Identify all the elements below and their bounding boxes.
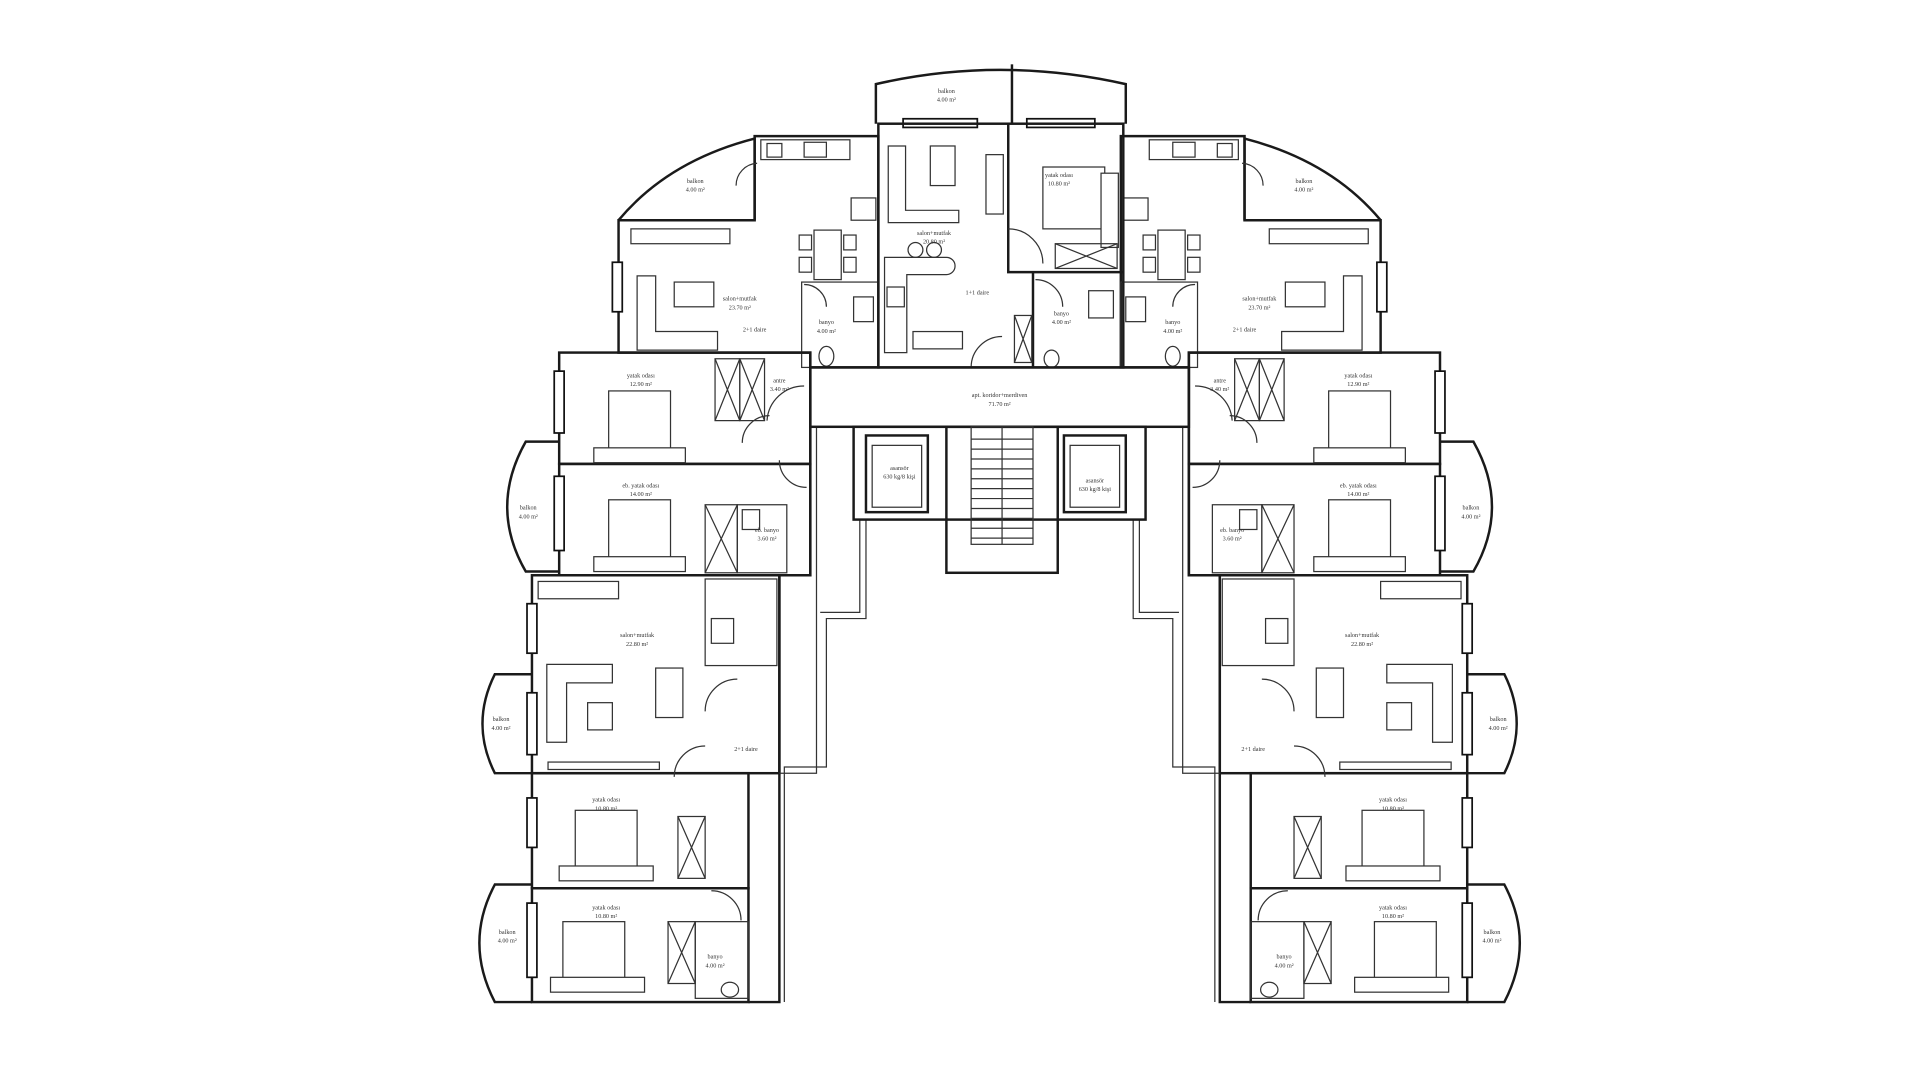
room-area: 4.00 m² — [492, 725, 511, 732]
sofa — [636, 275, 719, 351]
room-name: yatak odası — [1045, 172, 1073, 179]
bed — [574, 809, 638, 868]
dining-table — [813, 229, 842, 281]
dining-table — [655, 667, 684, 719]
room-name: salon+mutfak — [1345, 632, 1380, 639]
room-area: 10.80 m² — [595, 805, 617, 812]
room-name: balkon — [499, 929, 516, 936]
room-name: yatak odası — [592, 797, 620, 804]
room-name: eb. yatak odası — [622, 482, 659, 489]
room-area: 10.80 m² — [1048, 181, 1070, 188]
room-area: 12.90 m² — [1347, 381, 1369, 388]
room-name: apt. koridor+merdiven — [972, 392, 1028, 399]
room-name: eb. banyo — [755, 527, 779, 534]
right-wing — [1119, 134, 1522, 1004]
room-area: 4.00 m² — [1482, 938, 1501, 945]
center-core — [809, 64, 1191, 575]
room-area: 4.00 m² — [706, 962, 725, 969]
room-area: 4.00 m² — [519, 513, 538, 520]
room-name: yatak odası — [1379, 904, 1407, 911]
room-area: 22.80 m² — [626, 641, 648, 648]
room-area: 4.00 m² — [817, 328, 836, 335]
room-area: 630 kg/8 kişi — [1079, 486, 1112, 493]
bed — [608, 390, 672, 454]
room-name: antre — [773, 377, 786, 384]
room-area: 4.00 m² — [498, 938, 517, 945]
room-area: 23.70 m² — [1248, 304, 1270, 311]
room-name: eb. banyo — [1220, 527, 1244, 534]
room-name: asansör — [890, 465, 909, 472]
room-area: 4.00 m² — [686, 187, 705, 194]
room-name: yatak odası — [1379, 797, 1407, 804]
room-area: 3.40 m² — [770, 386, 789, 393]
room-name: banyo — [708, 954, 723, 961]
room-name: balkon — [1484, 929, 1501, 936]
room-area: 3.60 m² — [1223, 536, 1242, 543]
room-area: 20.80 m² — [923, 239, 945, 246]
room-area: 10.80 m² — [1382, 913, 1404, 920]
room-area: 4.00 m² — [1052, 319, 1071, 326]
room-area: 10.80 m² — [1382, 805, 1404, 812]
room-name: balkon — [520, 505, 537, 512]
room-name: antre — [1214, 377, 1227, 384]
room-name: balkon — [687, 178, 704, 185]
elevator-left — [864, 434, 930, 514]
balcony-arc — [617, 136, 756, 221]
room-name: banyo — [819, 319, 834, 326]
room-name: banyo — [1165, 319, 1180, 326]
room-area: 22.80 m² — [1351, 641, 1373, 648]
room-name: yatak odası — [1344, 372, 1372, 379]
sofa — [546, 663, 613, 743]
room-area: 4.00 m² — [1163, 328, 1182, 335]
room-name: balkon — [493, 716, 510, 723]
room-name: asansör — [1086, 477, 1105, 484]
room-area: 4.00 m² — [1489, 725, 1508, 732]
room-name: yatak odası — [592, 904, 620, 911]
room-name: yatak odası — [627, 372, 655, 379]
room-name: banyo — [1054, 310, 1069, 317]
room-area: 23.70 m² — [729, 304, 751, 311]
room-name: salon+mutfak — [620, 632, 655, 639]
room-name: balkon — [1463, 505, 1480, 512]
room-area: 3.60 m² — [758, 536, 777, 543]
room-area: 14.00 m² — [1347, 491, 1369, 498]
room-area: 4.00 m² — [937, 96, 956, 103]
room-name: balkon — [1490, 716, 1507, 723]
room-area: 4.00 m² — [1275, 962, 1294, 969]
room-area: 71.70 m² — [989, 401, 1011, 408]
elevator-right — [1062, 434, 1128, 514]
room-name: 2+1 daire — [1241, 746, 1265, 753]
room-name: eb. yatak odası — [1340, 482, 1377, 489]
room-name: salon+mutfak — [723, 296, 758, 303]
room-area: 4.00 m² — [1294, 187, 1313, 194]
room-name: banyo — [1277, 954, 1292, 961]
room-name: salon+mutfak — [1242, 296, 1277, 303]
room-name: balkon — [938, 88, 955, 95]
bed — [562, 921, 626, 980]
room-name: 2+1 daire — [743, 327, 767, 334]
room-name: 2+1 daire — [734, 746, 758, 753]
room-name: 1+1 daire — [966, 289, 990, 296]
room-area: 10.80 m² — [595, 913, 617, 920]
bed — [1042, 166, 1106, 230]
room-area: 630 kg/8 kişi — [883, 474, 916, 481]
room-name: salon+mutfak — [917, 230, 952, 237]
room-name: 2+1 daire — [1233, 327, 1257, 334]
room-area: 4.00 m² — [1461, 513, 1480, 520]
top-balcony — [874, 68, 1128, 124]
bed — [608, 499, 672, 563]
room-area: 3.40 m² — [1210, 386, 1229, 393]
room-area: 14.00 m² — [630, 491, 652, 498]
room-area: 12.90 m² — [630, 381, 652, 388]
left-wing — [478, 134, 880, 1004]
room-name: balkon — [1296, 178, 1313, 185]
